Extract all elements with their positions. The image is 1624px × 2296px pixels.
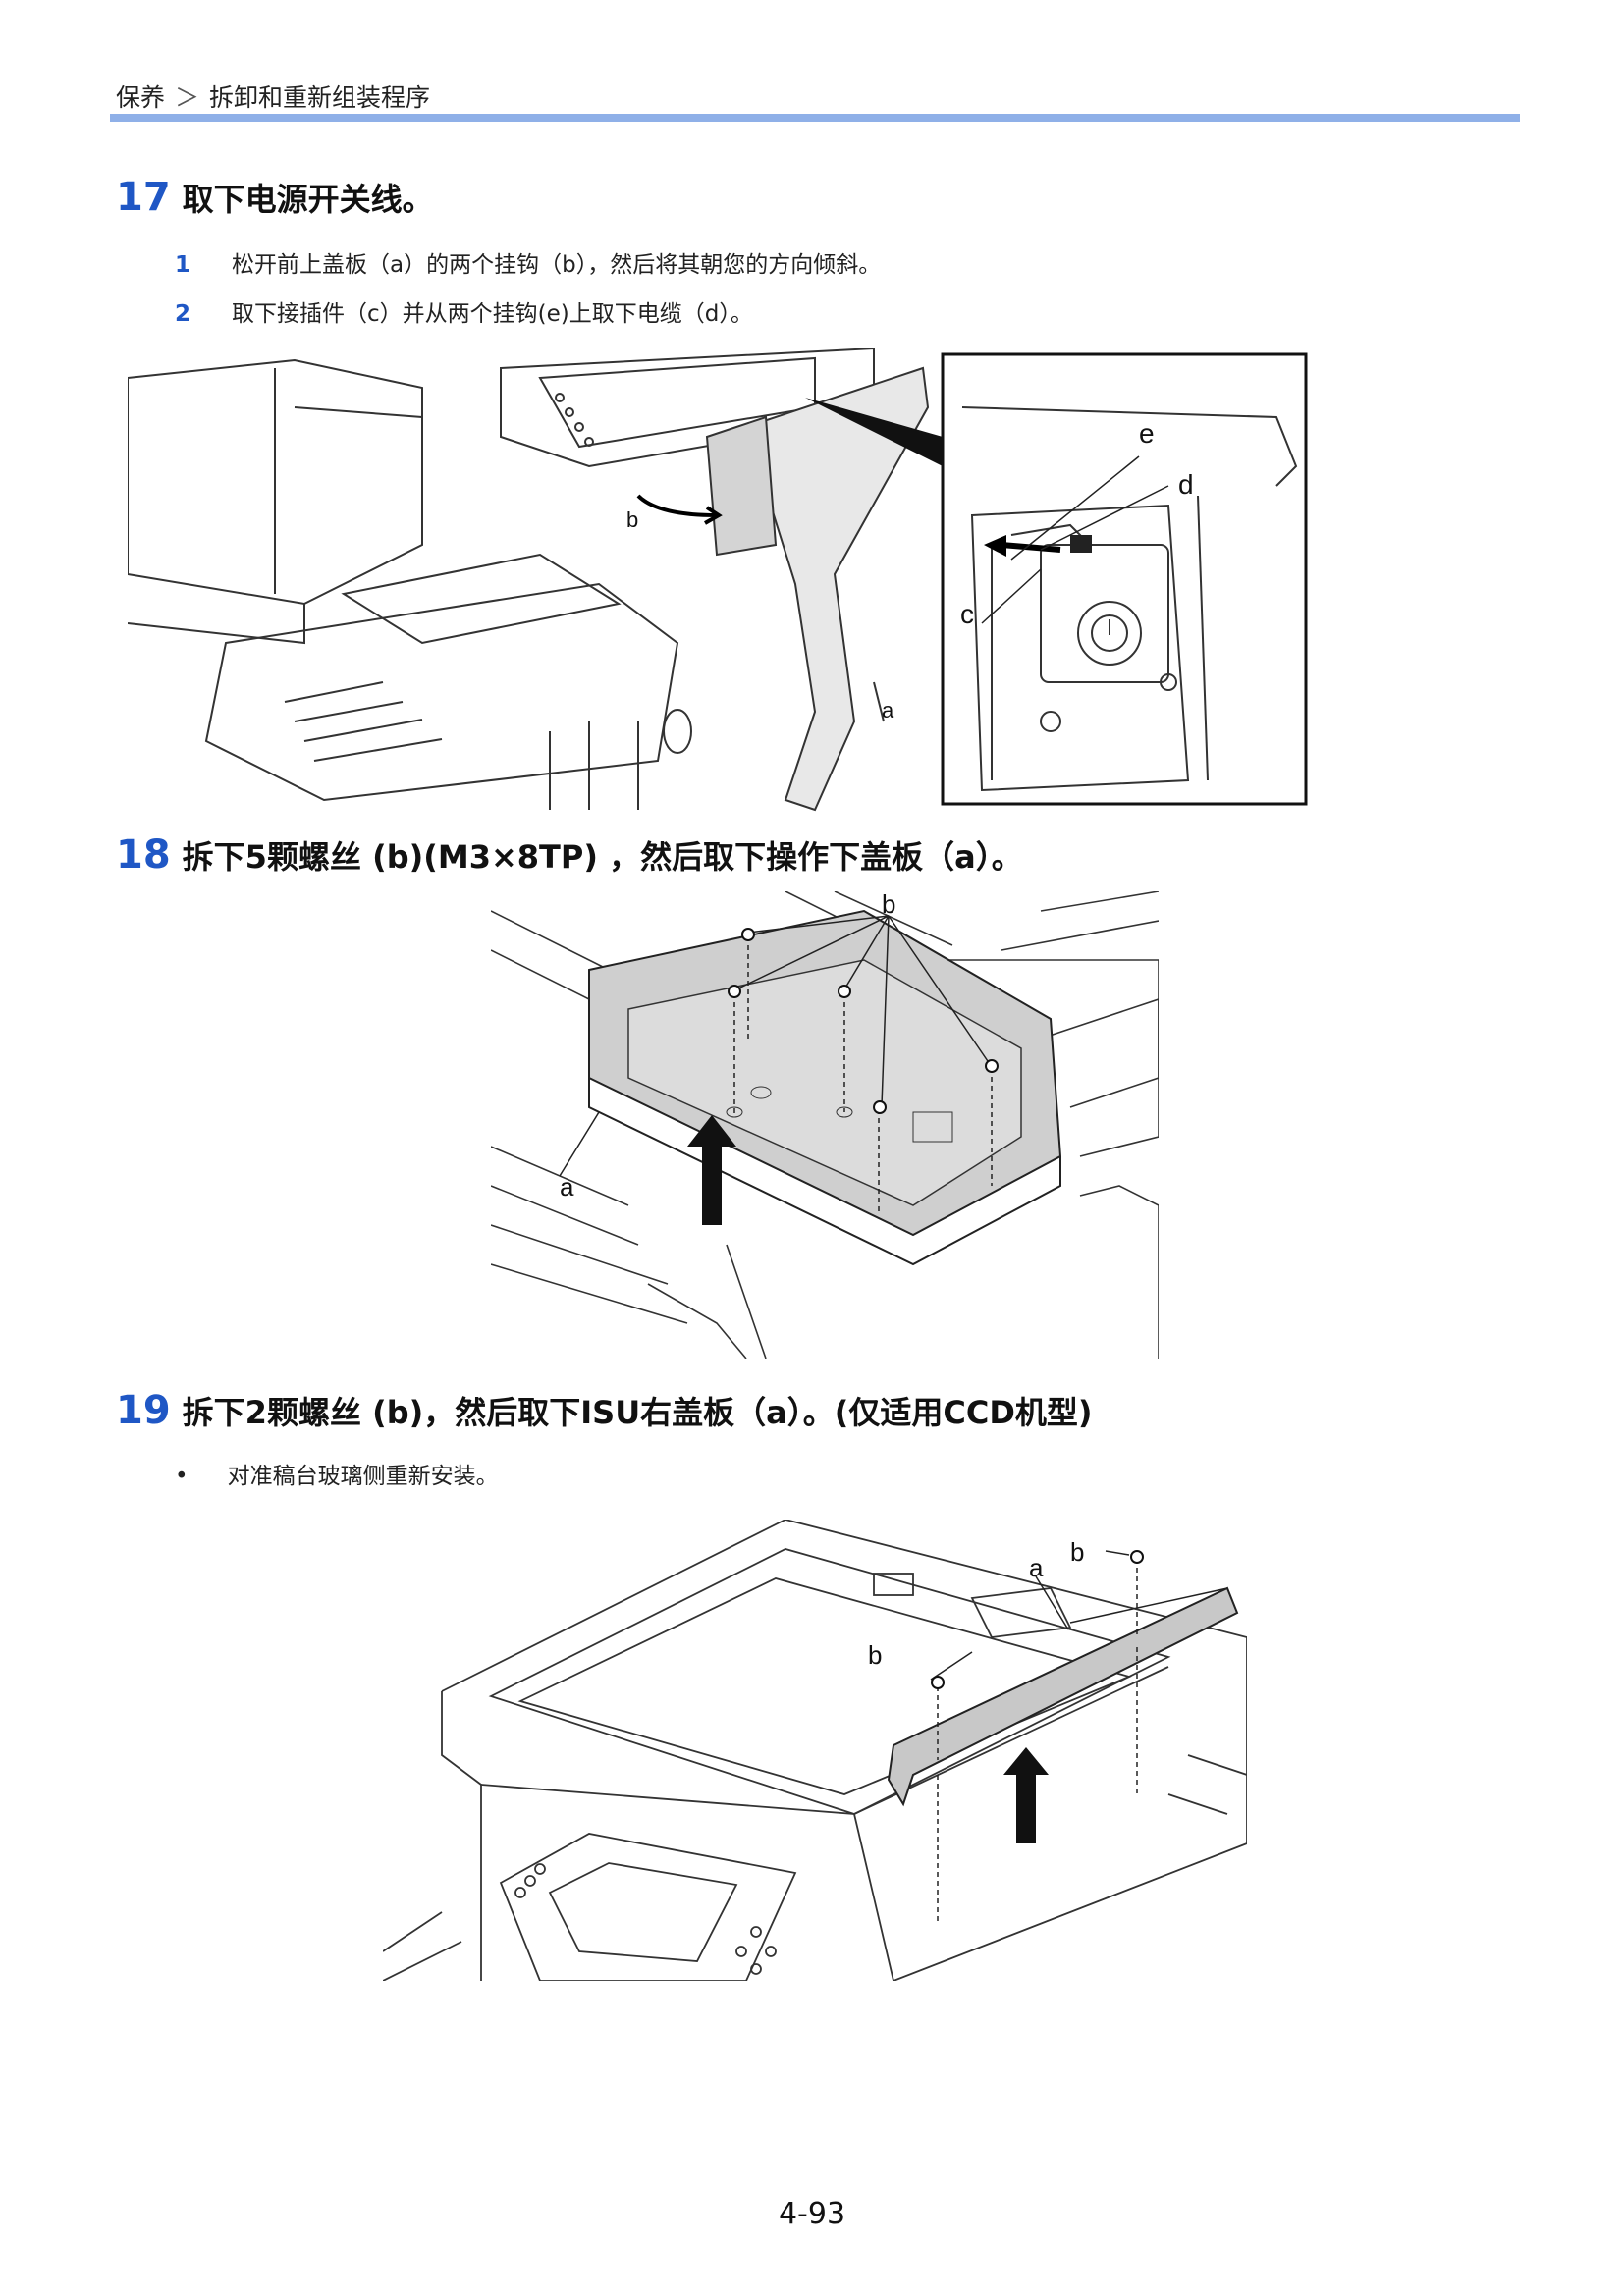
breadcrumb-section: 保养 xyxy=(116,83,166,112)
header-rule xyxy=(110,114,1520,122)
figure-label-b: b xyxy=(1070,1537,1084,1567)
figure-label-a: a xyxy=(560,1172,574,1201)
step-17-heading: 17 取下电源开关线。 xyxy=(116,175,434,220)
step-17-substep-2: 2 取下接插件（c）并从两个挂钩(e)上取下电缆（d）。 xyxy=(175,294,753,328)
page-number: 4-93 xyxy=(778,2197,846,2231)
step-19-heading: 19 拆下2颗螺丝 (b)，然后取下ISU右盖板（a）。(仅适用CCD机型) xyxy=(116,1388,1093,1433)
step-19-title: 拆下2颗螺丝 (b)，然后取下ISU右盖板（a）。(仅适用CCD机型) xyxy=(182,1394,1093,1431)
step-19-bullet: • 对准稿台玻璃侧重新安装。 xyxy=(175,1457,499,1490)
breadcrumb-title: 拆卸和重新组装程序 xyxy=(209,83,431,112)
bullet-icon: • xyxy=(175,1464,189,1489)
substep-number: 1 xyxy=(175,252,191,278)
figure-label-b-second: b xyxy=(868,1640,882,1670)
step-18-title: 拆下5颗螺丝 (b)(M3×8TP) ，然后取下操作下盖板（a）。 xyxy=(182,838,1023,876)
bullet-text: 对准稿台玻璃侧重新安装。 xyxy=(227,1464,499,1489)
breadcrumb-separator-icon: ＞ xyxy=(175,83,200,112)
step-17-figure: b a e d c xyxy=(128,348,1308,812)
substep-text: 取下接插件（c）并从两个挂钩(e)上取下电缆（d）。 xyxy=(232,301,753,327)
figure-label-b: b xyxy=(882,891,895,919)
breadcrumb: 保养 ＞ 拆卸和重新组装程序 xyxy=(116,79,430,114)
figure-label-d: d xyxy=(1178,469,1194,500)
step-18-number: 18 xyxy=(116,832,171,878)
step-17-title: 取下电源开关线。 xyxy=(182,181,434,218)
step-18-figure: b a xyxy=(491,891,1159,1359)
step-19-number: 19 xyxy=(116,1388,171,1433)
substep-number: 2 xyxy=(175,301,191,327)
step-17-substep-1: 1 松开前上盖板（a）的两个挂钩（b），然后将其朝您的方向倾斜。 xyxy=(175,245,881,279)
step-17-number: 17 xyxy=(116,175,171,220)
figure-label-e: e xyxy=(1139,418,1155,449)
figure-label-a: a xyxy=(1029,1553,1044,1582)
step-19-figure: a b b xyxy=(383,1520,1247,1981)
figure-label-c: c xyxy=(960,599,974,629)
figure-label-a: a xyxy=(882,698,894,722)
substep-text: 松开前上盖板（a）的两个挂钩（b），然后将其朝您的方向倾斜。 xyxy=(232,252,882,278)
step-18-heading: 18 拆下5颗螺丝 (b)(M3×8TP) ，然后取下操作下盖板（a）。 xyxy=(116,832,1023,878)
figure-label-b: b xyxy=(626,507,638,532)
